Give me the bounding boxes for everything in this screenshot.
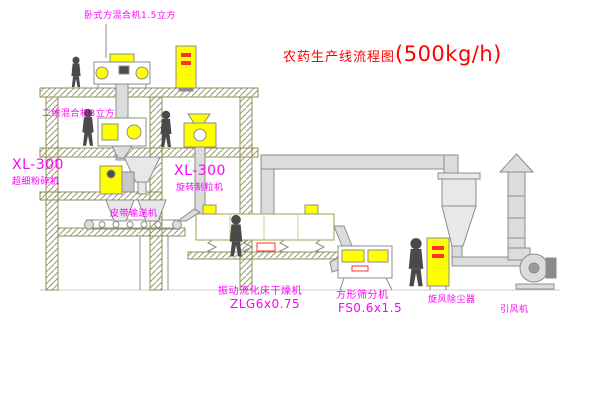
label-cyclone: 旋风除尘器 [428, 295, 476, 305]
two-dim-mixer [97, 117, 147, 159]
label-horizontal-mixer: 卧式方混合机1.5立方 [84, 11, 176, 21]
control-box-top [175, 45, 197, 92]
cyclone-dust-collector [437, 172, 481, 247]
label-sieve-name: 方形筛分机 [336, 290, 389, 301]
horizontal-mixer [93, 53, 151, 88]
label-fan: 引风机 [500, 305, 529, 315]
label-granulator-name: 旋转制粒机 [176, 183, 224, 193]
rotary-granulator [183, 113, 217, 148]
label-mill-model: XL-300 [12, 157, 64, 173]
label-granulator-model: XL-300 [174, 163, 226, 179]
building-frame [39, 87, 259, 291]
label-belt-conveyor: 皮带输送机 [110, 209, 158, 219]
label-sieve-model: FS0.6x1.5 [338, 301, 403, 315]
ultrafine-mill [99, 165, 135, 195]
page-title: 农药生产线流程图 (500kg/h) [283, 42, 502, 66]
induced-draft-fan [515, 253, 557, 290]
square-sieve [329, 245, 393, 291]
label-two-dim-mixer: 二维混合机3立方 [42, 109, 115, 119]
exhaust-stack [498, 153, 535, 261]
fluid-bed-dryer [187, 204, 353, 260]
label-mill-name: 超细粉碎机 [12, 177, 60, 187]
title-capacity: (500kg/h) [395, 42, 502, 66]
control-cabinet [426, 237, 450, 290]
belt-conveyor [84, 208, 202, 230]
label-dryer-name: 振动流化床干燥机 [218, 286, 302, 297]
title-text: 农药生产线流程图 [283, 50, 396, 65]
label-dryer-model: ZLG6x0.75 [230, 297, 301, 311]
